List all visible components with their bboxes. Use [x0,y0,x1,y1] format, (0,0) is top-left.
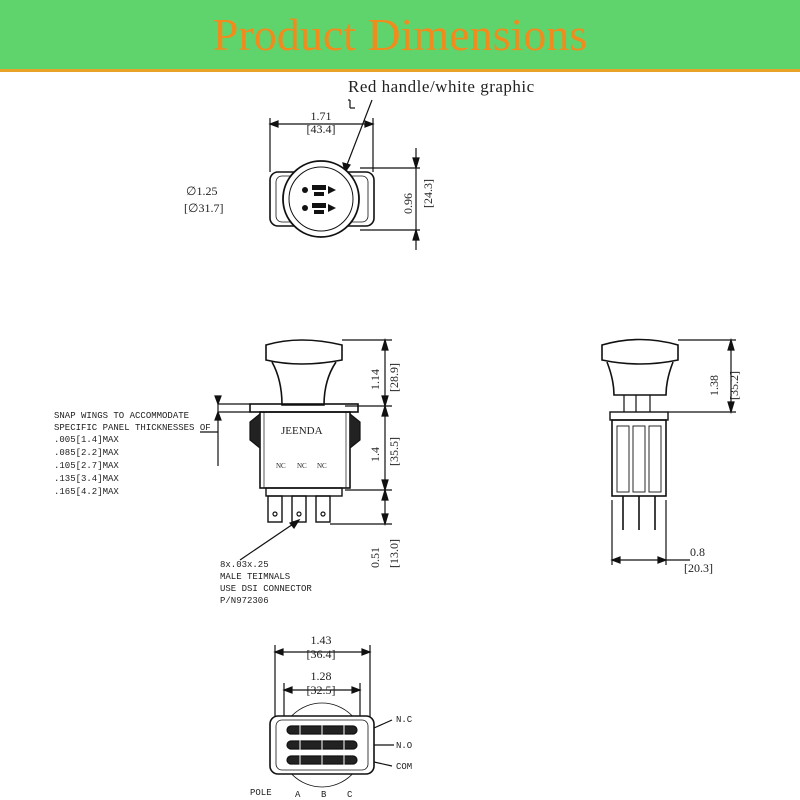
pole-label: POLE [250,788,272,798]
contact-label-1: NC [276,462,286,470]
diameter-in: ∅1.25 [186,184,217,198]
title-banner: Product Dimensions [0,0,800,72]
diameter-mm: [∅31.7] [184,201,223,215]
pole-column-c: C [347,790,353,800]
handle-height-in: 1.14 [368,369,382,390]
terminal-height-mm: [13.0] [387,539,401,568]
outer-width-in: 1.43 [311,633,332,647]
outer-width-mm: [36.4] [307,647,336,661]
side-view [601,337,736,565]
side-depth-in: 0.8 [690,545,705,559]
svg-text:.085[2.2]MAX: .085[2.2]MAX [54,448,119,458]
terminal-height-in: 0.51 [368,547,382,568]
svg-text:SNAP WINGS TO ACCOMMODATE: SNAP WINGS TO ACCOMMODATE [54,411,189,421]
svg-text:.105[2.7]MAX: .105[2.7]MAX [54,461,119,471]
svg-text:USE DSI CONNECTOR: USE DSI CONNECTOR [220,584,312,594]
top-view [268,99,420,250]
terminal-leader [239,519,300,561]
svg-text:8x.03x.25: 8x.03x.25 [220,560,269,570]
svg-text:SPECIFIC PANEL THICKNESSES OF: SPECIFIC PANEL THICKNESSES OF [54,423,211,433]
inner-width-in: 1.28 [311,669,332,683]
handle-graphic-icon [302,185,336,214]
front-view [200,337,392,561]
bottom-view [269,645,394,788]
top-width-mm: [43.4] [307,122,336,136]
side-depth-mm: [20.3] [684,561,713,575]
switch-housing [259,411,351,489]
snap-wing-note: SNAP WINGS TO ACCOMMODATE SPECIFIC PANEL… [54,411,211,497]
contact-label-3: NC [317,462,327,470]
body-height-mm: [35.5] [387,437,401,466]
callout-leader [344,99,373,171]
svg-text:MALE TEIMNALS: MALE TEIMNALS [220,572,290,582]
body-height-in: 1.4 [368,447,382,462]
brand-label: JEENDA [281,425,323,437]
top-width-in: 1.71 [311,109,332,123]
contact-label-2: NC [297,462,307,470]
inner-width-mm: [32.5] [307,683,336,697]
handle-outline [282,160,360,238]
pole-column-a: A [295,790,301,800]
top-height-mm: [24.3] [421,179,435,208]
side-height-mm: [35.2] [727,371,741,400]
page-title: Product Dimensions [212,9,588,60]
row-label-no: N.O [396,741,412,751]
svg-text:.135[3.4]MAX: .135[3.4]MAX [54,474,119,484]
handle-height-mm: [28.9] [387,363,401,392]
terminal-note: 8x.03x.25 MALE TEIMNALS USE DSI CONNECTO… [220,560,312,606]
side-height-in: 1.38 [707,375,721,396]
svg-text:.005[1.4]MAX: .005[1.4]MAX [54,435,119,445]
row-label-com: COM [396,762,412,772]
top-height-in: 0.96 [401,193,415,214]
svg-text:P/N972306: P/N972306 [220,596,269,606]
callout-label: Red handle/white graphic [348,77,535,96]
row-label-nc: N.C [396,715,413,725]
pole-column-b: B [321,790,327,800]
side-housing [611,419,667,497]
handle-cap [265,339,343,365]
svg-text:.165[4.2]MAX: .165[4.2]MAX [54,487,119,497]
